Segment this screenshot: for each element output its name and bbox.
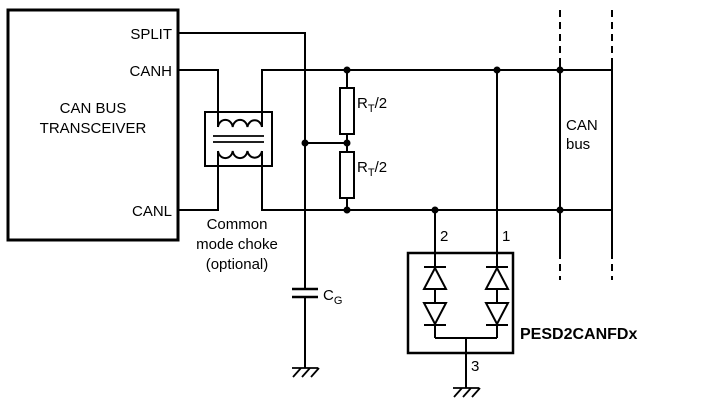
can-bus-label-line2: bus — [566, 136, 591, 153]
junction-dot — [343, 66, 351, 74]
pesd-box — [406, 251, 515, 355]
choke-winding-top — [217, 118, 263, 128]
tvs-diode-pair-left — [422, 265, 448, 338]
r-top-sub: T — [367, 103, 375, 115]
choke-core-lines — [213, 135, 264, 143]
capacitor-cg-label: CG — [323, 286, 342, 307]
junction-dot — [301, 139, 309, 147]
canl-wire — [178, 151, 612, 211]
pesd-part-number: PESD2CANFDx — [520, 326, 638, 343]
resistor-rt-bottom-symbol — [339, 151, 355, 199]
pesd-pin2-number: 2 — [440, 228, 449, 245]
resistor-rt-bottom-label: RT/2 — [357, 158, 387, 179]
resistor-rt-top-label: RT/2 — [357, 94, 387, 115]
junction-dots — [301, 66, 564, 214]
tvs-diode-pair-right — [484, 265, 510, 338]
r-top-base: R — [357, 95, 368, 112]
junction-dot — [556, 206, 564, 214]
cap-base: C — [323, 287, 334, 304]
transceiver-box — [6, 8, 180, 242]
split-pin-label: SPLIT — [130, 26, 172, 43]
junction-dot — [431, 206, 439, 214]
ground-symbol-split — [292, 367, 320, 378]
r-bottom-suffix: /2 — [374, 159, 388, 176]
transceiver-title-line1: CAN BUS — [59, 100, 127, 117]
pesd-pin3-wire — [435, 337, 497, 388]
r-top-suffix: /2 — [374, 95, 388, 112]
junction-dot — [343, 206, 351, 214]
split-wire — [178, 32, 347, 368]
transceiver-title: CAN BUS TRANSCEIVER — [8, 99, 178, 139]
pesd-pin1-number: 1 — [502, 228, 511, 245]
pesd-pin3-number: 3 — [471, 358, 480, 375]
capacitor-cg-symbol — [292, 287, 318, 299]
choke-box — [204, 111, 273, 167]
choke-caption-line1: Common — [206, 216, 268, 233]
junction-dot — [556, 66, 564, 74]
junction-dot — [493, 66, 501, 74]
choke-caption: Common mode choke (optional) — [172, 215, 302, 275]
transceiver-title-line2: TRANSCEIVER — [39, 120, 147, 137]
choke-winding-bottom — [217, 150, 263, 160]
cap-sub: G — [333, 295, 343, 307]
choke-caption-line2: mode choke — [196, 236, 278, 253]
r-bottom-base: R — [357, 159, 368, 176]
ground-symbol-pesd — [453, 387, 481, 398]
r-bottom-sub: T — [367, 167, 375, 179]
junction-dot — [343, 139, 351, 147]
canh-pin-label: CANH — [129, 63, 172, 80]
canh-wire — [178, 69, 612, 127]
canl-pin-label: CANL — [131, 203, 172, 220]
can-bus-label: CAN bus — [566, 116, 598, 154]
resistor-rt-top-symbol — [339, 87, 355, 135]
can-bus-label-line1: CAN — [566, 117, 598, 134]
choke-caption-line3: (optional) — [205, 256, 269, 273]
